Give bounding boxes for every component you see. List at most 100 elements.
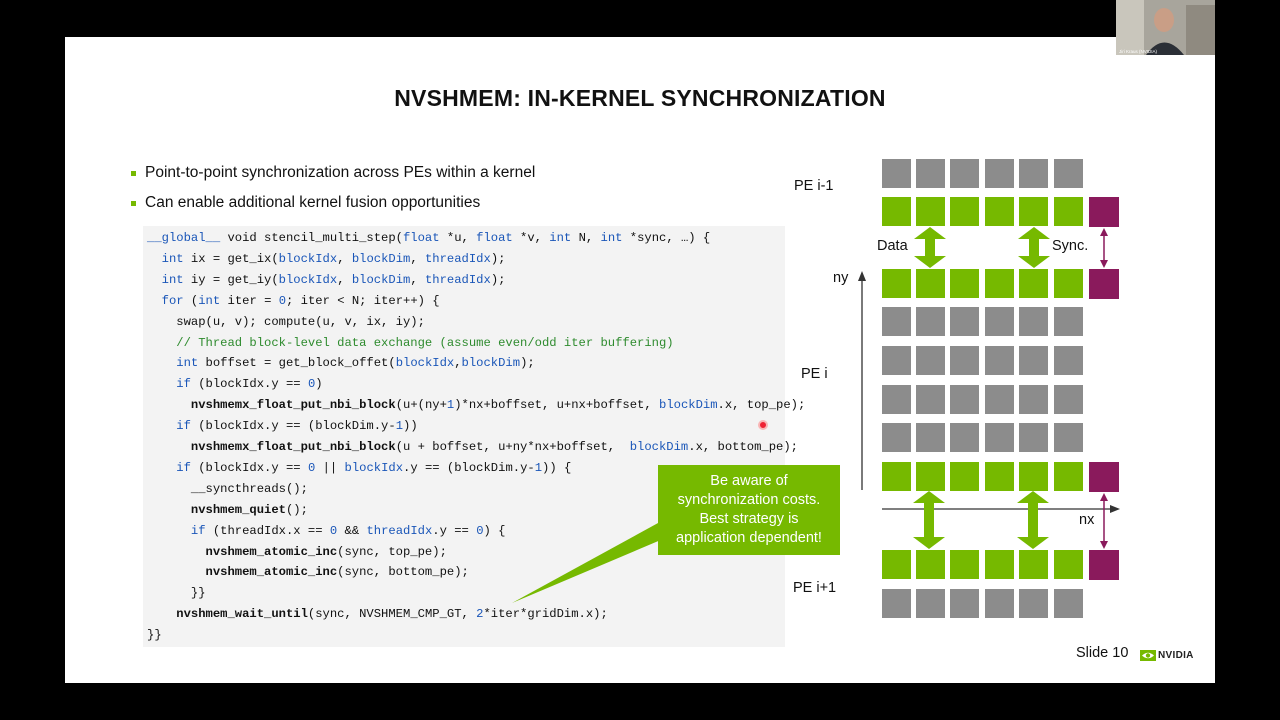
halo-cell [916,462,945,491]
bullet-item-2: Can enable additional kernel fusion oppo… [131,194,481,212]
halo-cell [1019,550,1048,579]
halo-cell [882,550,911,579]
presenter-video-icon [1116,0,1215,55]
halo-cell [916,269,945,298]
grid-cell [1054,307,1083,336]
code-line: }} [147,628,162,643]
grid-cell [916,307,945,336]
bullet-text: Point-to-point synchronization across PE… [145,164,536,181]
halo-cell [1019,462,1048,491]
grid-cell [950,385,979,414]
data-exchange-arrow [1018,227,1050,268]
sync-flag-cell [1089,197,1119,227]
halo-cell [882,462,911,491]
label-pe-cur: PE i [801,366,828,382]
code-line: if (blockIdx.y == 0 || blockIdx.y == (bl… [176,460,572,475]
grid-cell [882,346,911,375]
grid-cell [1054,385,1083,414]
grid-cell [950,159,979,188]
grid-cell [882,589,911,618]
grid-cell [985,346,1014,375]
grid-cell [1019,589,1048,618]
halo-cell [1054,550,1083,579]
halo-cell [1019,269,1048,298]
grid-cell [882,307,911,336]
code-line: int iy = get_iy(blockIdx, blockDim, thre… [161,272,506,287]
grid-cell [1054,589,1083,618]
grid-cell [882,423,911,452]
callout-box: Be aware of synchronization costs. Best … [658,465,840,555]
code-line: if (threadIdx.x == 0 && threadIdx.y == 0… [190,523,506,538]
grid-cell [1054,159,1083,188]
code-line: nvshmemx_float_put_nbi_block(u + boffset… [190,440,798,454]
grid-cell [916,589,945,618]
halo-cell [985,462,1014,491]
grid-cell [985,423,1014,452]
code-block: __global__ void stencil_multi_step(float… [143,226,805,647]
grid-cell [1019,307,1048,336]
code-line: nvshmem_atomic_inc(sync, top_pe); [205,544,447,559]
grid-cell [1054,346,1083,375]
halo-cell [882,269,911,298]
sync-arrow-head [1100,493,1108,501]
code-line: int boffset = get_block_offet(blockIdx,b… [176,356,535,371]
halo-cell [950,462,979,491]
bullet-item-1: Point-to-point synchronization across PE… [131,164,536,182]
halo-cell [985,550,1014,579]
label-nx: nx [1079,512,1095,528]
grid-cell [950,589,979,618]
grid-cell [1054,423,1083,452]
nvidia-logo: NVIDIA [1140,650,1194,661]
nx-axis-arrowhead [1110,505,1120,513]
sync-arrow-head [1100,228,1108,236]
halo-cell [882,197,911,226]
webcam-caption: Jiri Kraus (NVIDIA) [1119,49,1158,54]
halo-cell [1054,269,1083,298]
sync-arrow-head [1100,541,1108,549]
code-line: nvshmem_quiet(); [190,502,308,517]
code-line: int ix = get_ix(blockIdx, blockDim, thre… [161,251,506,266]
code-line: if (blockIdx.y == (blockDim.y-1)) [176,419,418,434]
code-line: }} [147,586,206,601]
grid-cell [916,159,945,188]
grid-cell [950,307,979,336]
grid-cell [1019,159,1048,188]
bullet-text: Can enable additional kernel fusion oppo… [145,194,481,211]
code-line: nvshmemx_float_put_nbi_block(u+(ny+1)*nx… [190,398,806,413]
halo-cell [916,197,945,226]
laser-pointer-icon [758,420,768,430]
label-pe-next: PE i+1 [793,580,837,596]
data-exchange-arrow [914,227,946,268]
grid-cell [916,346,945,375]
data-exchange-arrow [913,491,945,549]
halo-cell [1019,197,1048,226]
slide: NVSHMEM: IN-KERNEL SYNCHRONIZATION Point… [65,37,1215,683]
code-line: __syncthreads(); [147,481,308,496]
grid-cell [882,159,911,188]
label-data: Data [877,238,908,254]
halo-cell [950,269,979,298]
code-line: for (int iter = 0; iter < N; iter++) { [161,293,440,308]
code-line: if (blockIdx.y == 0) [176,377,323,392]
grid-cell [985,385,1014,414]
halo-cell [950,197,979,226]
slide-title: NVSHMEM: IN-KERNEL SYNCHRONIZATION [394,85,886,111]
halo-cell [916,550,945,579]
sync-flag-cell [1089,550,1119,580]
data-exchange-arrow [1017,491,1049,549]
grid-cell [882,385,911,414]
code-line: nvshmem_atomic_inc(sync, bottom_pe); [205,565,469,580]
code-line: nvshmem_wait_until(sync, NVSHMEM_CMP_GT,… [176,607,608,622]
bullet-marker [131,171,136,176]
grid-cell [1019,385,1048,414]
nvidia-eye-icon [1140,650,1156,661]
grid-cell [916,385,945,414]
grid-cell [916,423,945,452]
ny-axis-arrowhead [858,271,866,281]
halo-cell [985,269,1014,298]
grid-cell [1019,423,1048,452]
halo-cell [950,550,979,579]
slide-number: Slide 10 [1076,645,1129,661]
grid-cell [950,346,979,375]
webcam-thumbnail: Jiri Kraus (NVIDIA) [1116,0,1215,55]
